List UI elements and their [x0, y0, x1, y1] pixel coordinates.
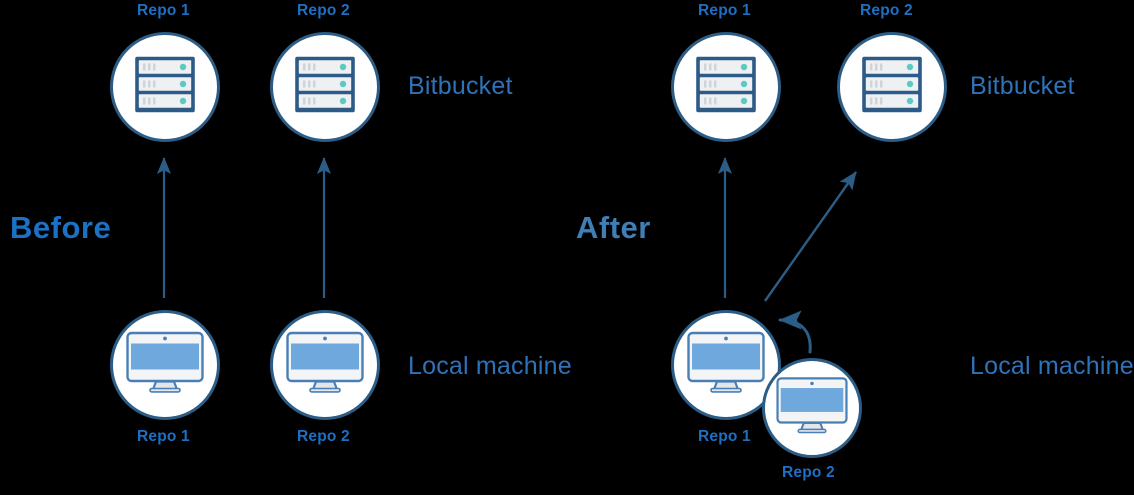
before-local-repo2-label: Repo 2 — [297, 428, 350, 445]
monitor-icon — [126, 331, 204, 399]
phase-label-after: After — [576, 210, 651, 245]
server-icon — [134, 56, 196, 119]
server-icon — [294, 56, 356, 119]
server-icon — [861, 56, 923, 119]
after-local-repo2-label: Repo 2 — [782, 464, 835, 481]
before-remote-repo1-node[interactable] — [110, 32, 220, 142]
after-push-arrow-repo2-diagonal — [764, 171, 857, 302]
after-remote-repo2-label: Repo 2 — [860, 2, 913, 19]
after-local-repo1-label: Repo 1 — [698, 428, 751, 445]
before-remote-repo1-label: Repo 1 — [137, 2, 190, 19]
before-local-repo2-node[interactable] — [270, 310, 380, 420]
server-icon — [695, 56, 757, 119]
after-local-row-label: Local machine — [970, 352, 1134, 380]
phase-label-before: Before — [10, 210, 112, 245]
before-local-repo1-label: Repo 1 — [137, 428, 190, 445]
before-local-row-label: Local machine — [408, 352, 572, 380]
after-remote-repo1-label: Repo 1 — [698, 2, 751, 19]
before-remote-repo2-label: Repo 2 — [297, 2, 350, 19]
after-submodule-curved-arrow — [778, 310, 812, 354]
before-local-repo1-node[interactable] — [110, 310, 220, 420]
monitor-icon — [286, 331, 364, 399]
after-remote-row-label: Bitbucket — [970, 72, 1075, 100]
after-remote-repo2-node[interactable] — [837, 32, 947, 142]
monitor-icon — [776, 377, 848, 439]
before-remote-row-label: Bitbucket — [408, 72, 513, 100]
before-remote-repo2-node[interactable] — [270, 32, 380, 142]
after-remote-repo1-node[interactable] — [671, 32, 781, 142]
after-local-repo2-node[interactable] — [762, 358, 862, 458]
monitor-icon — [687, 331, 765, 399]
